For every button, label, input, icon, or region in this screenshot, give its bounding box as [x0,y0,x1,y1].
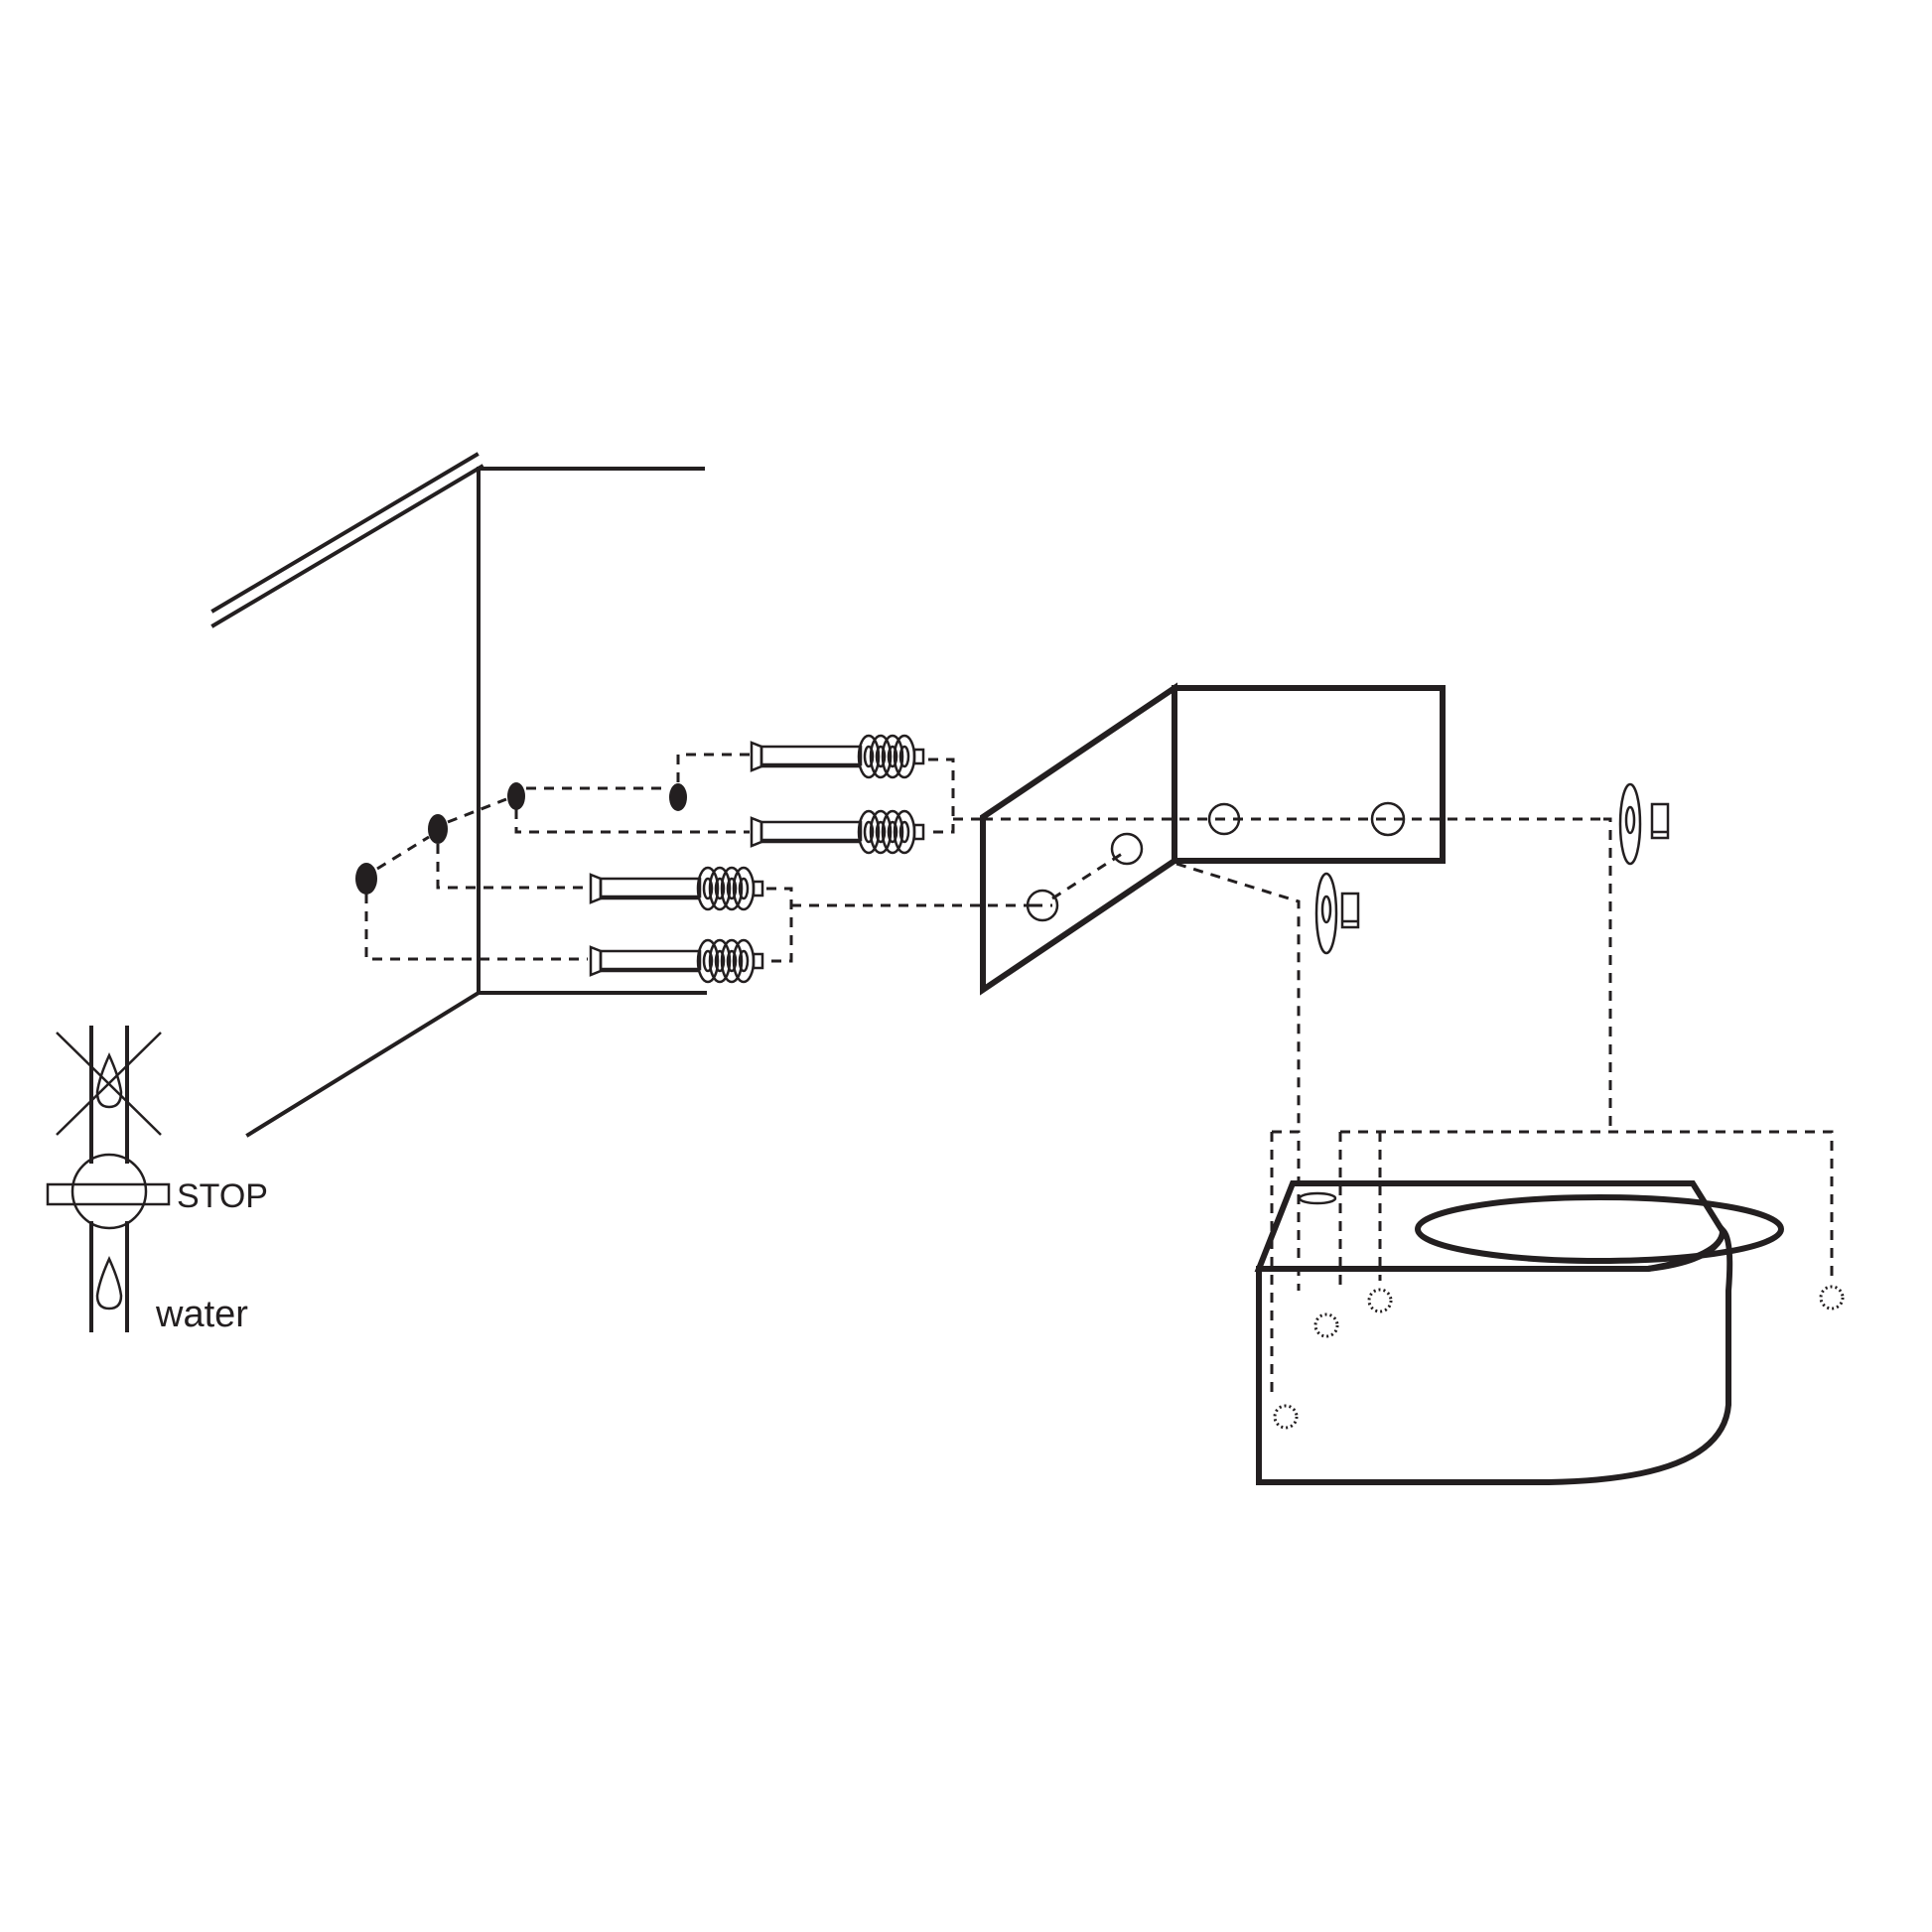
wall-plugs [589,734,1033,984]
drill-holes [355,753,750,961]
drill-hole-3 [507,782,525,810]
drill-hole-4 [669,783,687,811]
stop-label: STOP [177,1177,268,1215]
wall-plug-2 [750,809,925,855]
corner-basin [1254,1130,1845,1485]
bracket-hole-1 [1026,889,1059,922]
wall-plug-1 [750,734,925,779]
washer-nut-2 [1618,782,1670,866]
wall-corner [210,452,707,1138]
basin-hole-1 [1367,1288,1393,1313]
water-stop-icon: STOP water [46,1026,268,1335]
drill-hole-2 [428,814,448,844]
basin-hole-3 [1819,1285,1845,1311]
basin-hole-2 [1313,1312,1339,1338]
bracket-hole-2 [1110,832,1144,866]
wall-plug-3 [589,866,764,911]
basin-bowl [1415,1194,1784,1264]
basin-hole-4 [1273,1404,1299,1430]
water-label: water [155,1294,248,1335]
l-bracket [980,682,1612,1132]
drill-hole-1 [355,863,377,895]
wall-plug-4 [589,938,764,984]
tap-hole [1298,1191,1337,1205]
washer-nut-1 [1314,872,1360,955]
